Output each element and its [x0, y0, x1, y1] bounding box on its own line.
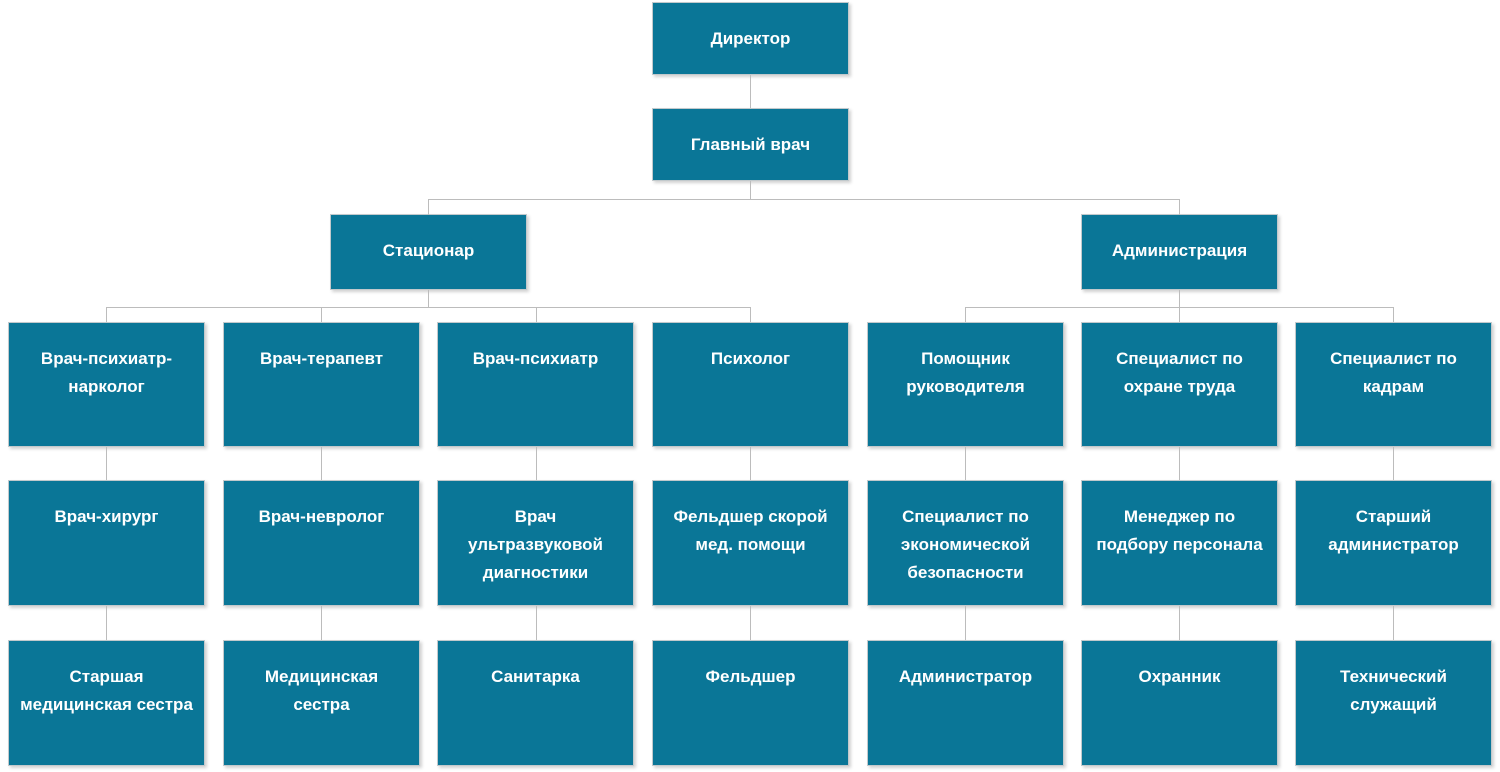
connector-line — [321, 606, 322, 640]
node-label: Врач-невролог — [258, 507, 385, 526]
connector-line — [428, 199, 1180, 200]
connector-line — [321, 307, 322, 322]
node-neurologist[interactable]: Врач-невролог — [223, 480, 420, 606]
node-head-nurse[interactable]: Старшая медицинская сестра — [8, 640, 205, 766]
connector-line — [750, 181, 751, 199]
connector-line — [106, 606, 107, 640]
node-nurse[interactable]: Медицинская сестра — [223, 640, 420, 766]
node-senior-administrator[interactable]: Старший администратор — [1295, 480, 1492, 606]
node-label: Врач-психиатр-нарколог — [40, 349, 173, 396]
node-director[interactable]: Директор — [652, 2, 849, 75]
node-labor-safety-specialist[interactable]: Специалист по охране труда — [1081, 322, 1278, 447]
connector-line — [536, 447, 537, 480]
connector-line — [1179, 199, 1180, 215]
node-label: Фельдшер — [705, 667, 796, 686]
node-therapist[interactable]: Врач-терапевт — [223, 322, 420, 447]
node-label: Старший администратор — [1328, 507, 1459, 554]
node-administrator[interactable]: Администратор — [867, 640, 1064, 766]
node-label: Помощник руководителя — [906, 349, 1025, 396]
node-assistant-to-director[interactable]: Помощник руководителя — [867, 322, 1064, 447]
connector-line — [1179, 307, 1180, 322]
node-chief-physician[interactable]: Главный врач — [652, 108, 849, 181]
node-branch-inpatient[interactable]: Стационар — [330, 214, 527, 290]
node-ultrasound-doctor[interactable]: Врач ультразвуковой диагностики — [437, 480, 634, 606]
node-label: Главный врач — [690, 135, 811, 154]
node-psychiatrist-narcologist[interactable]: Врач-психиатр-нарколог — [8, 322, 205, 447]
node-psychiatrist[interactable]: Врач-психиатр — [437, 322, 634, 447]
node-economic-security-specialist[interactable]: Специалист по экономической безопасности — [867, 480, 1064, 606]
connector-line — [750, 606, 751, 640]
node-label: Врач ультразвуковой диагностики — [467, 507, 604, 582]
connector-line — [750, 307, 751, 322]
connector-line — [965, 307, 1394, 308]
node-hr-specialist[interactable]: Специалист по кадрам — [1295, 322, 1492, 447]
node-label: Стационар — [382, 241, 475, 260]
connector-line — [536, 307, 537, 322]
connector-line — [965, 307, 966, 322]
node-label: Санитарка — [491, 667, 580, 686]
node-label: Администратор — [898, 667, 1033, 686]
connector-line — [1179, 606, 1180, 640]
node-ambulance-paramedic[interactable]: Фельдшер скорой мед. помощи — [652, 480, 849, 606]
connector-line — [965, 606, 966, 640]
connector-line — [428, 290, 429, 307]
connector-line — [428, 199, 429, 215]
node-psychologist[interactable]: Психолог — [652, 322, 849, 447]
connector-line — [321, 447, 322, 480]
node-paramedic[interactable]: Фельдшер — [652, 640, 849, 766]
node-recruiting-manager[interactable]: Менеджер по подбору персонала — [1081, 480, 1278, 606]
node-label: Менеджер по подбору персонала — [1096, 507, 1263, 554]
connector-line — [1179, 290, 1180, 307]
connector-line — [106, 447, 107, 480]
node-label: Медицинская сестра — [264, 667, 379, 714]
node-label: Психолог — [710, 349, 791, 368]
node-technical-employee[interactable]: Технический служащий — [1295, 640, 1492, 766]
connector-line — [1393, 307, 1394, 322]
node-orderly[interactable]: Санитарка — [437, 640, 634, 766]
node-label: Администрация — [1111, 241, 1248, 260]
node-label: Врач-терапевт — [259, 349, 384, 368]
connector-line — [1393, 606, 1394, 640]
connector-line — [106, 307, 107, 322]
node-label: Технический служащий — [1340, 667, 1447, 714]
connector-line — [536, 606, 537, 640]
node-label: Специалист по экономической безопасности — [900, 507, 1031, 582]
node-security-guard[interactable]: Охранник — [1081, 640, 1278, 766]
node-label: Врач-хирург — [54, 507, 159, 526]
connector-line — [1393, 447, 1394, 480]
node-label: Специалист по кадрам — [1330, 349, 1457, 396]
node-label: Врач-психиатр — [472, 349, 599, 368]
connector-line — [965, 447, 966, 480]
connector-line — [106, 307, 751, 308]
node-label: Старшая медицинская сестра — [20, 667, 193, 714]
node-branch-administration[interactable]: Администрация — [1081, 214, 1278, 290]
node-label: Охранник — [1138, 667, 1221, 686]
node-label: Фельдшер скорой мед. помощи — [673, 507, 828, 554]
node-label: Специалист по охране труда — [1116, 349, 1243, 396]
connector-line — [1179, 447, 1180, 480]
connector-line — [750, 75, 751, 108]
node-surgeon[interactable]: Врач-хирург — [8, 480, 205, 606]
connector-line — [750, 447, 751, 480]
node-label: Директор — [710, 29, 791, 48]
